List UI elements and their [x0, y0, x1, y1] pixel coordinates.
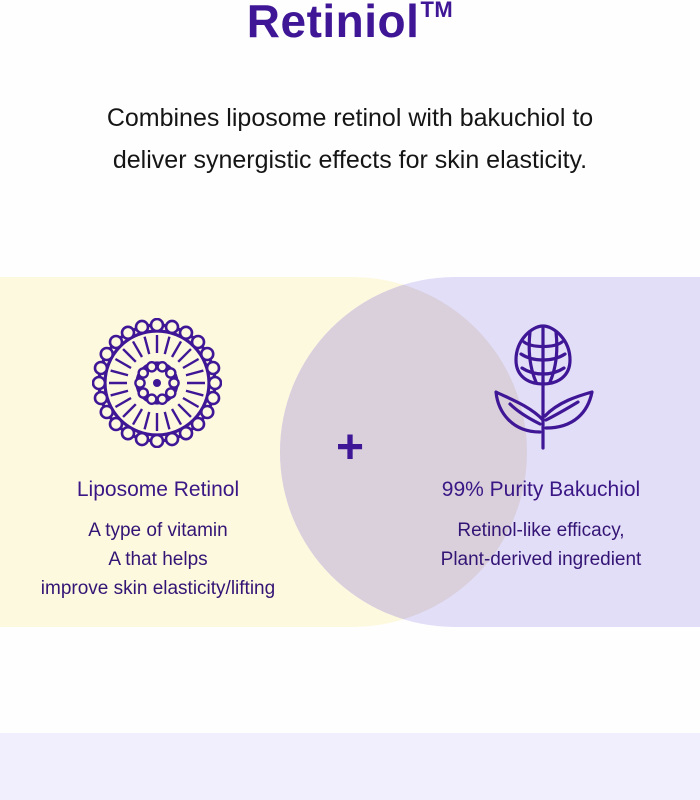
feature-right-name: 99% Purity Bakuchiol — [441, 478, 641, 501]
subtitle-line-2: deliver synergistic effects for skin ela… — [112, 146, 588, 174]
feature-left-desc-line-1: A type of vitamin — [88, 520, 228, 541]
bottom-band — [0, 733, 700, 800]
feature-left-desc-line-2: A that helps — [108, 549, 208, 570]
flower-icon — [494, 324, 594, 450]
combine-plus: + — [335, 421, 365, 474]
subtitle-line-1: Combines liposome retinol with bakuchiol… — [106, 104, 594, 132]
feature-right-desc-line-2: Plant-derived ingredient — [440, 549, 642, 570]
feature-left-desc-line-3: improve skin elasticity/lifting — [40, 578, 276, 599]
feature-right: 99% Purity Bakuchiol Retinol-like effica… — [400, 476, 682, 574]
feature-right-desc-line-1: Retinol-like efficacy, — [457, 520, 625, 541]
liposome-icon — [92, 318, 222, 448]
trademark-symbol: TM — [420, 0, 454, 22]
overlap-region — [280, 277, 527, 627]
page-subtitle: Combines liposome retinol with bakuchiol… — [40, 97, 660, 181]
feature-right-description: Retinol-like efficacy, Plant-derived ing… — [400, 516, 682, 574]
title-text: Retiniol — [246, 0, 420, 47]
page-title: RetiniolTM — [0, 0, 700, 48]
feature-left-name: Liposome Retinol — [76, 478, 240, 501]
feature-left: Liposome Retinol A type of vitamin A tha… — [0, 476, 316, 603]
feature-left-description: A type of vitamin A that helps improve s… — [0, 516, 316, 603]
